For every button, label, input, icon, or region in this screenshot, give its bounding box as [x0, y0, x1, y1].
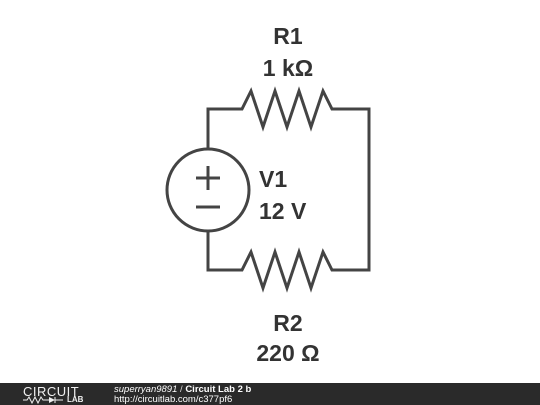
circuit-url-link[interactable]: http://circuitlab.com/c377pf6	[114, 394, 233, 405]
r2-value-label: 220 Ω	[256, 340, 320, 366]
credit-line: superryan9891 / Circuit Lab 2 b	[114, 385, 251, 395]
footer-bar: CIRCUIT LAB superryan9891 / Circuit Lab …	[0, 383, 540, 405]
voltage-source-v1-symbol	[165, 147, 251, 233]
v1-name-label: V1	[259, 166, 288, 192]
author-link[interactable]: superryan9891	[114, 384, 178, 395]
resistor-r1-symbol	[206, 86, 371, 151]
circuit-title[interactable]: Circuit Lab 2 b	[185, 384, 252, 395]
resistor-diode-logo-icon	[23, 396, 63, 404]
circuit-schematic	[165, 86, 371, 293]
r1-name-label: R1	[273, 23, 303, 49]
logo-text-circuit: CIRCUIT	[23, 384, 80, 399]
r1-value-label: 1 kΩ	[262, 55, 314, 81]
resistor-r2-symbol	[206, 147, 371, 293]
logo-text-lab: LAB	[67, 395, 84, 404]
r2-name-label: R2	[273, 310, 303, 336]
credit-separator: /	[180, 384, 183, 395]
v1-value-label: 12 V	[259, 198, 307, 224]
circuitlab-logo[interactable]: CIRCUIT LAB	[3, 384, 103, 404]
